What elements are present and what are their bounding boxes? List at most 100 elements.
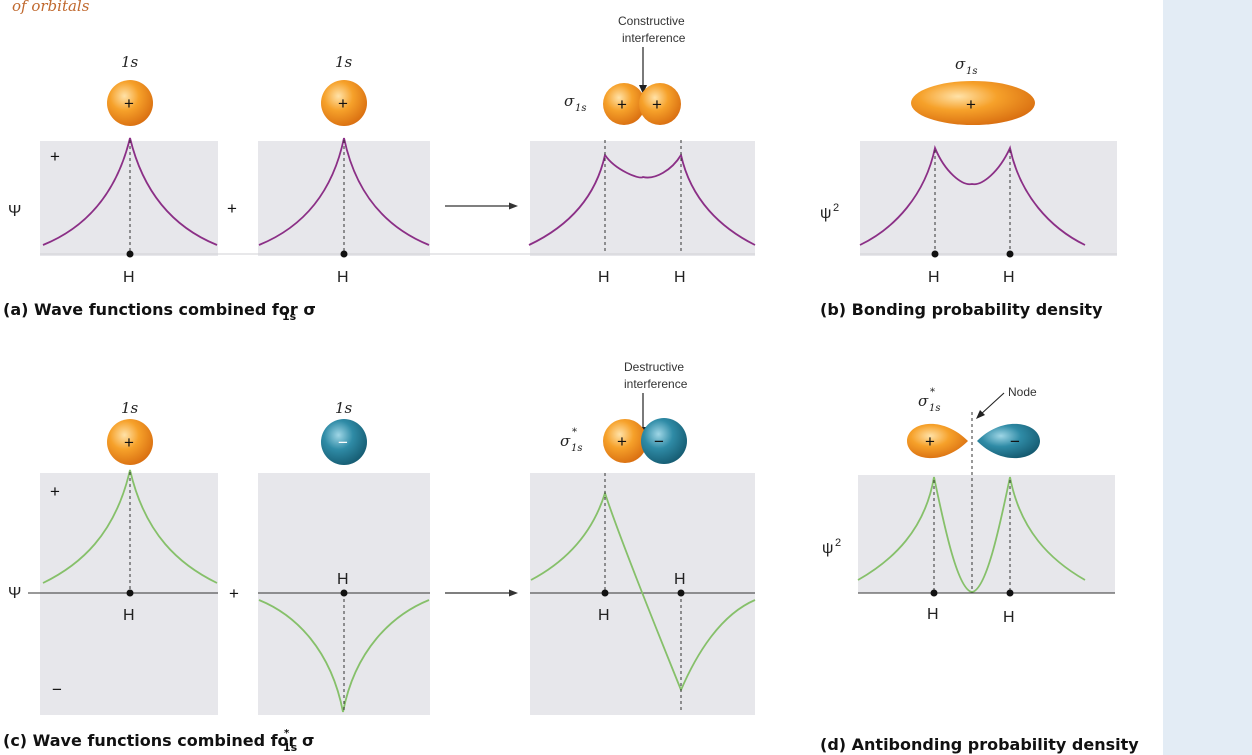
bonding-orbital-left (603, 83, 645, 125)
antibonding-lobe-left (907, 423, 968, 459)
wave-curve-c1 (42, 469, 218, 584)
h-label-a4: H (674, 269, 686, 286)
h-label-b1: H (928, 269, 940, 286)
antibonding-lobe-sign-left: + (925, 432, 935, 451)
nuclei-b (931, 250, 1014, 258)
orbital-label-a2: 1s (335, 53, 353, 71)
panel-c-background (40, 473, 755, 715)
psi-sq-label-b: ψ (820, 205, 831, 222)
sigma-label-a: σ (564, 92, 575, 110)
bonding-sign-left: + (617, 95, 627, 114)
antibonding-sign-right: − (654, 432, 664, 451)
orbital-sign-a2: + (338, 94, 348, 113)
constructive-arrow (639, 47, 647, 94)
h-label-c1: H (123, 607, 135, 624)
psi-label-a: Ψ (8, 203, 21, 220)
sigma-star-sub-d: 1s (929, 403, 941, 414)
bonding-sigma-orbital (911, 81, 1035, 125)
constructive-label-2: interference (622, 31, 686, 45)
wave-curve-c3 (530, 490, 756, 693)
sidebar-panel (1163, 0, 1252, 755)
destructive-label-2: interference (624, 377, 688, 391)
node-arrow (976, 392, 1005, 419)
sigma-star-sup-c: * (572, 427, 577, 438)
axis-gap-c1 (218, 591, 258, 595)
wave-curve-a2 (258, 137, 430, 246)
orbital-sign-c1: + (124, 433, 134, 452)
plus-sign-c: + (50, 482, 60, 501)
h-label-c2: H (337, 571, 349, 588)
h-label-c4: H (674, 571, 686, 588)
caption-a-sub: 1s (282, 310, 297, 323)
guide-lines-c (129, 472, 682, 713)
h-label-a2: H (337, 269, 349, 286)
wave-curve-c2 (258, 599, 430, 713)
psi-label-c: Ψ (8, 585, 21, 602)
caption-b: (b) Bonding probability density (820, 300, 1103, 319)
h-label-d1: H (927, 606, 939, 623)
nuclei-c (126, 589, 685, 597)
antibonding-lobe-sign-right: − (1010, 432, 1020, 451)
h-label-c3: H (598, 607, 610, 624)
caption-a: (a) Wave functions combined for σ (3, 300, 316, 319)
guide-lines-a (129, 140, 682, 254)
h-label-d2: H (1003, 609, 1015, 626)
nuclei-d (930, 589, 1014, 597)
top-text: of orbitals (12, 0, 90, 15)
caption-c-sub: 1s (283, 741, 298, 754)
h-label-a3: H (598, 269, 610, 286)
sigma-sub-b: 1s (966, 66, 978, 77)
node-label: Node (1008, 385, 1037, 399)
orbital-1s-a2 (321, 80, 367, 126)
arrow-a (445, 202, 518, 210)
orbital-1s-c1 (107, 419, 153, 465)
destructive-label-1: Destructive (624, 360, 684, 374)
caption-d: (d) Antibonding probability density (820, 735, 1139, 754)
antibonding-lobe-right (977, 423, 1040, 459)
orbital-1s-c2 (321, 419, 367, 465)
orbital-1s-a1 (107, 80, 153, 126)
h-label-b2: H (1003, 269, 1015, 286)
orbital-sign-a1: + (124, 94, 134, 113)
guide-lines-b (934, 150, 1011, 254)
minus-sign-c: − (52, 680, 62, 699)
antibonding-orbital-left (603, 419, 647, 463)
sigma-star-label-c: σ (560, 432, 571, 450)
antibonding-sign-left: + (617, 432, 627, 451)
orbital-label-c1: 1s (121, 399, 139, 417)
sigma-star-sup-d: * (930, 387, 935, 398)
wave-curve-a1 (42, 137, 218, 246)
panel-a-background (40, 141, 755, 256)
orbital-sign-c2: − (338, 433, 348, 452)
antibonding-orbital-right (641, 418, 687, 464)
arrow-c (445, 589, 518, 597)
sigma-label-b: σ (955, 55, 966, 73)
nuclei-a (126, 250, 348, 258)
h-label-a1: H (123, 269, 135, 286)
orbital-label-c2: 1s (335, 399, 353, 417)
psi-sq-exp-b: 2 (833, 202, 839, 214)
bonding-sign-right: + (652, 95, 662, 114)
bonding-orbital-right (639, 83, 681, 125)
panel-a-gap-1 (218, 141, 258, 256)
plus-operator-c: + (229, 584, 239, 603)
density-curve-b (859, 144, 1086, 246)
orbital-label-a1: 1s (121, 53, 139, 71)
wave-curve-a3 (528, 152, 756, 246)
panel-d-background (858, 475, 1115, 593)
panel-a-gap-2 (430, 141, 530, 256)
panel-b-background (860, 141, 1117, 256)
psi-sq-label-d: ψ (822, 540, 833, 557)
bonding-sigma-sign: + (966, 95, 976, 114)
sigma-star-sub-c: 1s (571, 443, 583, 454)
plus-sign-a: + (50, 147, 60, 166)
caption-c: (c) Wave functions combined for σ (3, 731, 314, 750)
sigma-star-label-d: σ (918, 392, 929, 410)
constructive-label-1: Constructive (618, 14, 685, 28)
guide-lines-d (933, 412, 1011, 593)
psi-sq-exp-d: 2 (835, 537, 841, 549)
caption-c-sup: * (284, 728, 290, 739)
plus-operator-a: + (227, 199, 237, 218)
sigma-sub-a: 1s (575, 103, 587, 114)
